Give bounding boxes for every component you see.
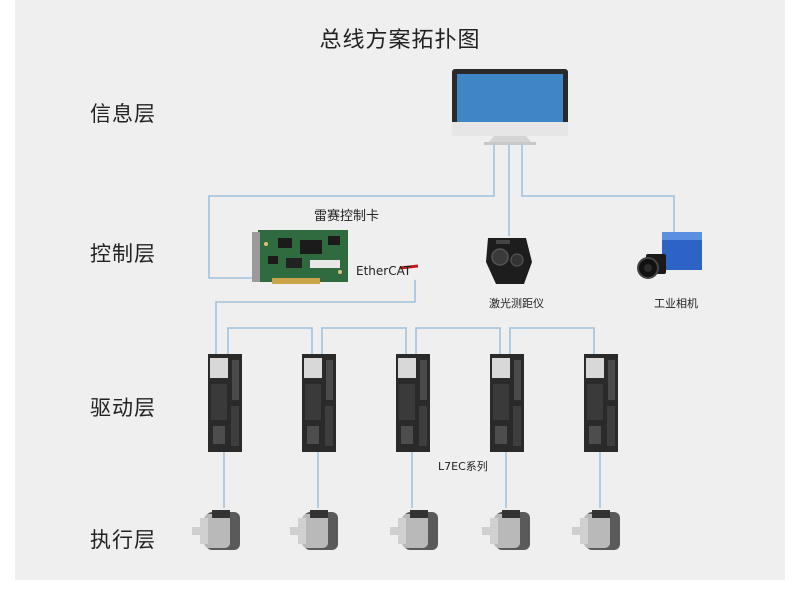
layer-label-actuator: 执行层 bbox=[90, 528, 156, 552]
servo-drives bbox=[208, 354, 618, 452]
line-monitor-to-camera bbox=[521, 143, 675, 232]
industrial-camera-icon bbox=[637, 232, 702, 279]
servo-motor-4 bbox=[482, 510, 530, 550]
layer-label-info: 信息层 bbox=[90, 102, 156, 126]
servo-motor-1 bbox=[192, 510, 240, 550]
drive-series-label: L7EC系列 bbox=[438, 460, 488, 473]
diagram-background bbox=[15, 0, 785, 580]
connection-lines bbox=[208, 143, 675, 508]
bottom-margin bbox=[0, 580, 800, 600]
servo-drive-1 bbox=[208, 354, 242, 452]
line-drive1-to-drive2 bbox=[227, 327, 313, 354]
line-drive3-to-drive4 bbox=[415, 327, 501, 354]
line-monitor-to-card bbox=[208, 143, 495, 279]
layer-label-drive: 驱动层 bbox=[90, 396, 156, 420]
diagram-title: 总线方案拓扑图 bbox=[319, 28, 481, 53]
layer-label-control: 控制层 bbox=[90, 242, 156, 266]
servo-motor-2 bbox=[290, 510, 338, 550]
servo-motors bbox=[192, 510, 620, 550]
laser-rangefinder-icon bbox=[486, 238, 532, 284]
servo-drive-4 bbox=[490, 354, 524, 452]
servo-motor-5 bbox=[572, 510, 620, 550]
control-card-icon bbox=[252, 230, 348, 284]
monitor-icon bbox=[452, 69, 568, 145]
laser-rangefinder-label: 激光测距仪 bbox=[489, 297, 544, 310]
control-card-label: 雷赛控制卡 bbox=[314, 209, 380, 224]
ethercat-logo-mark bbox=[399, 264, 419, 270]
line-drive2-to-drive3 bbox=[321, 327, 407, 354]
servo-motor-3 bbox=[390, 510, 438, 550]
ethercat-label: EtherCAT bbox=[356, 264, 412, 278]
industrial-camera-label: 工业相机 bbox=[654, 297, 698, 310]
servo-drive-2 bbox=[302, 354, 336, 452]
servo-drive-5 bbox=[584, 354, 618, 452]
line-drive4-to-drive5 bbox=[509, 327, 595, 354]
servo-drive-3 bbox=[396, 354, 430, 452]
line-card-to-first-drive bbox=[215, 280, 416, 354]
